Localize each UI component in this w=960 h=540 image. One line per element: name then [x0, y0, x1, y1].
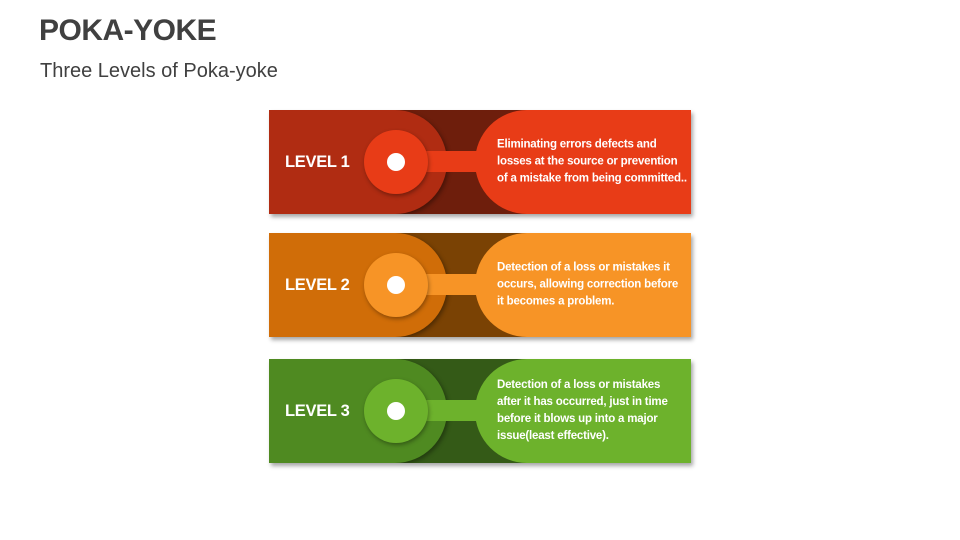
level-description: Eliminating errors defects and losses at…: [497, 138, 687, 185]
connector-bar: [419, 400, 499, 421]
level-label: LEVEL 1: [285, 153, 350, 171]
connector-bar: [419, 151, 499, 172]
level-3-card: LEVEL 3 Detection of a loss or mistakes …: [269, 359, 691, 463]
dot-icon: [387, 153, 405, 171]
slide-subtitle: Three Levels of Poka-yoke: [40, 60, 278, 82]
description-shape: [475, 359, 691, 463]
level-2-card: LEVEL 2 Detection of a loss or mistakes …: [269, 233, 691, 337]
slide-title: POKA-YOKE: [39, 14, 217, 47]
level-label: LEVEL 2: [285, 276, 350, 294]
description-shape: [475, 233, 691, 337]
dot-icon: [387, 402, 405, 420]
level-description: Detection of a loss or mistakes after it…: [497, 379, 668, 442]
circle-icon: [364, 130, 428, 194]
level-label: LEVEL 3: [285, 402, 350, 420]
description-shape: [475, 110, 691, 214]
circle-icon: [364, 379, 428, 443]
connector-bar: [419, 274, 499, 295]
dot-icon: [387, 276, 405, 294]
level-1-card: LEVEL 1 Eliminating errors defects and l…: [269, 110, 691, 214]
level-description: Detection of a loss or mistakes it occur…: [497, 261, 679, 308]
circle-icon: [364, 253, 428, 317]
